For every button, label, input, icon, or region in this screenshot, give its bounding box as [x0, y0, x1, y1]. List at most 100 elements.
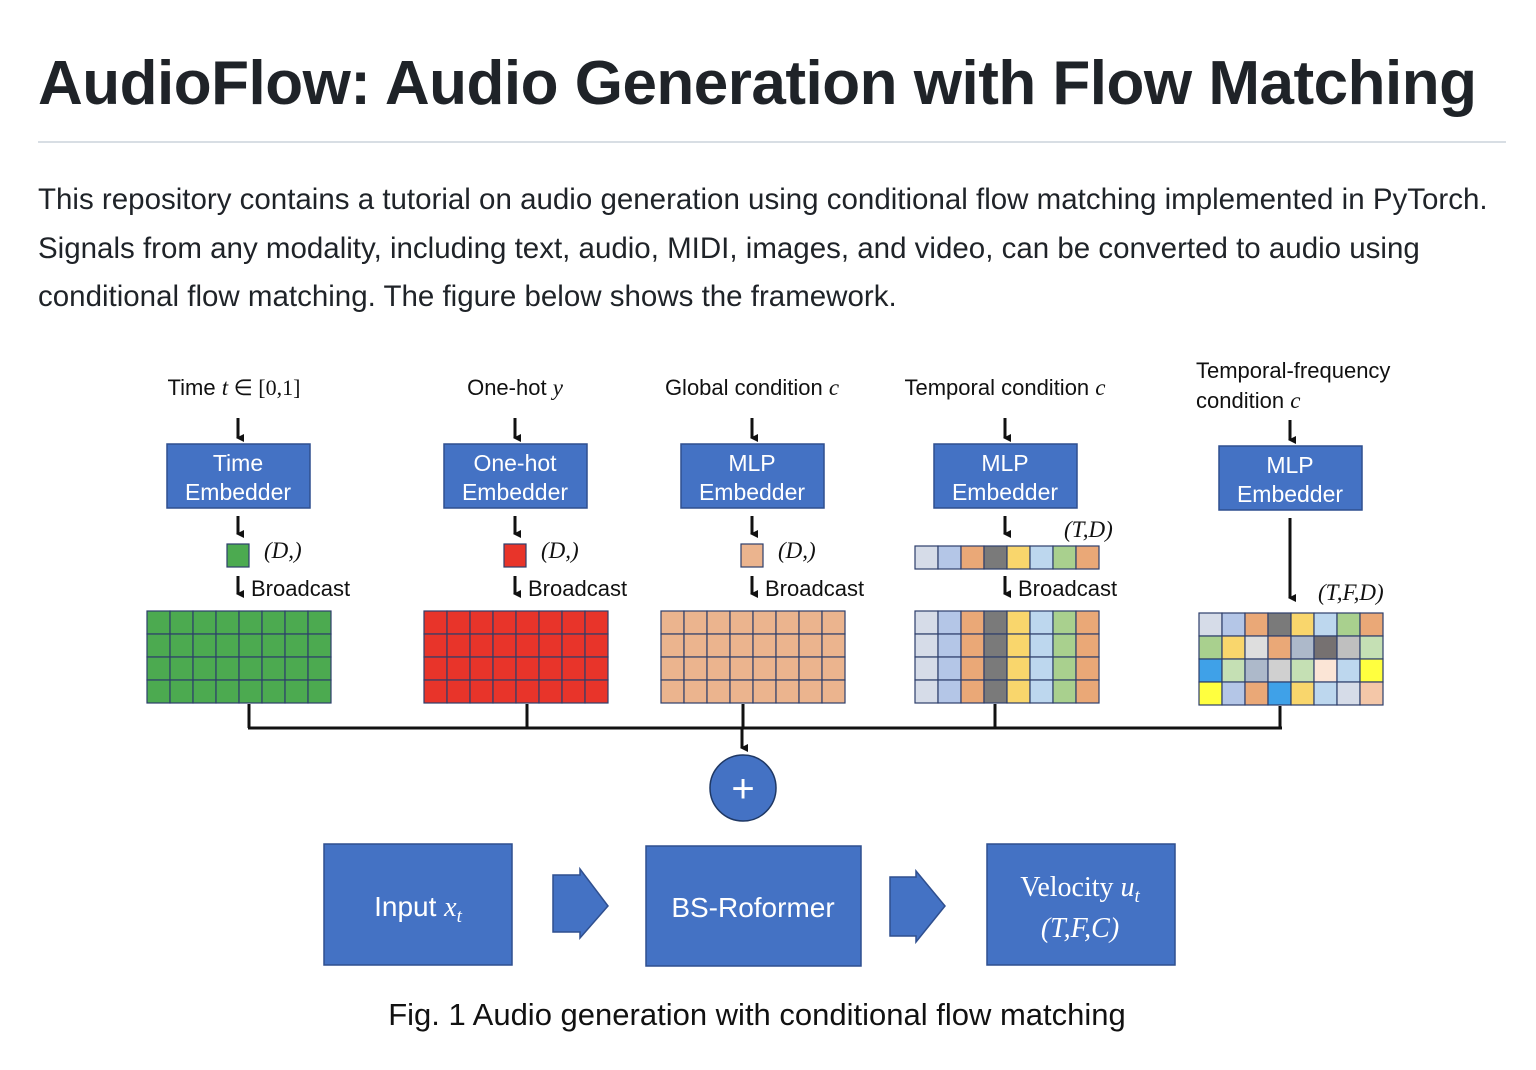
grid-cell	[1221, 681, 1246, 706]
grid-cell	[706, 633, 731, 658]
grid-cell	[729, 633, 754, 658]
grid-cell	[1313, 658, 1338, 683]
grid-cell	[1006, 633, 1031, 658]
embedder-label: MLP	[1266, 452, 1313, 478]
figure-caption: Fig. 1 Audio generation with conditional…	[388, 997, 1126, 1032]
embedder-label: Embedder	[1237, 481, 1343, 507]
grid-cell	[423, 679, 448, 704]
grid-cell	[284, 679, 309, 704]
grid-cell	[538, 633, 563, 658]
grid-cell	[983, 633, 1008, 658]
grid-cell	[937, 656, 962, 681]
embedder-box	[166, 443, 311, 509]
grid-cell	[307, 610, 332, 635]
broadcast-label: Broadcast	[1018, 576, 1117, 601]
page-title: AudioFlow: Audio Generation with Flow Ma…	[38, 49, 1477, 118]
grid-cell	[1267, 681, 1292, 706]
grid-cell	[215, 633, 240, 658]
grid-cell	[146, 656, 171, 681]
condition-label: Time t ∈ [0,1]	[168, 375, 301, 400]
grid-cell	[821, 679, 846, 704]
condition-label: Temporal-frequency	[1196, 358, 1390, 383]
grid-cell	[775, 610, 800, 635]
plus-icon: +	[731, 767, 754, 811]
grid-cell	[1029, 656, 1054, 681]
grid-cell	[752, 633, 777, 658]
shape-label: (D,)	[778, 538, 816, 563]
grid-cell	[1267, 612, 1292, 637]
grid-cell	[1244, 612, 1269, 637]
grid-cell	[446, 633, 471, 658]
grid-cell	[1313, 612, 1338, 637]
grid-cell	[215, 656, 240, 681]
grid-cell	[1290, 635, 1315, 660]
embedding-vector	[740, 543, 764, 568]
grid-cell	[660, 679, 685, 704]
grid-cell	[584, 679, 609, 704]
grid-cell	[960, 656, 985, 681]
grid-cell	[1075, 656, 1100, 681]
grid-cell	[146, 633, 171, 658]
grid-cell	[914, 679, 939, 704]
grid-cell	[1198, 635, 1223, 660]
embedder-label: Time	[213, 450, 263, 476]
model-label: BS-Roformer	[671, 892, 834, 923]
grid-cell	[1336, 658, 1361, 683]
grid-cell	[192, 679, 217, 704]
grid-cell	[469, 656, 494, 681]
broadcast-label: Broadcast	[765, 576, 864, 601]
condition-label: Global condition c	[665, 375, 839, 400]
grid-cell	[1075, 610, 1100, 635]
grid-cell	[706, 656, 731, 681]
grid-cell	[1052, 656, 1077, 681]
grid-cell	[1029, 679, 1054, 704]
grid-cell	[983, 610, 1008, 635]
grid-cell	[192, 633, 217, 658]
grid-cell	[1244, 635, 1269, 660]
grid-cell	[821, 656, 846, 681]
grid-cell	[584, 656, 609, 681]
grid-cell	[446, 610, 471, 635]
grid-cell	[515, 656, 540, 681]
grid-cell	[706, 679, 731, 704]
grid-cell	[492, 610, 517, 635]
condition-column-3: Global condition cMLPEmbedder(D,)Broadca…	[660, 375, 864, 704]
shape-label: (T,F,D)	[1318, 580, 1384, 605]
grid-cell	[1075, 633, 1100, 658]
grid-cell	[660, 610, 685, 635]
grid-cell	[1359, 681, 1384, 706]
grid-cell	[798, 679, 823, 704]
grid-cell	[752, 679, 777, 704]
grid-cell	[660, 633, 685, 658]
grid-cell	[1290, 658, 1315, 683]
grid-cell	[446, 679, 471, 704]
grid-cell	[307, 633, 332, 658]
grid-cell	[146, 679, 171, 704]
grid-cell	[492, 679, 517, 704]
grid-cell	[1336, 612, 1361, 637]
grid-cell	[1052, 610, 1077, 635]
output-label: Velocity ut	[1020, 872, 1140, 907]
embedding-vector-cell	[1075, 545, 1100, 570]
grid-cell	[446, 656, 471, 681]
grid-cell	[775, 679, 800, 704]
grid-cell	[423, 656, 448, 681]
output-box	[986, 843, 1176, 966]
grid-cell	[1359, 635, 1384, 660]
grid-cell	[215, 610, 240, 635]
grid-cell	[515, 610, 540, 635]
condition-label: Temporal condition c	[905, 375, 1106, 400]
grid-cell	[192, 656, 217, 681]
grid-cell	[1336, 681, 1361, 706]
embedding-vector-cell	[960, 545, 985, 570]
condition-column-4: Temporal condition cMLPEmbedder(T,D)Broa…	[905, 375, 1117, 704]
embedding-vector-cell	[1052, 545, 1077, 570]
grid-cell	[284, 656, 309, 681]
grid-cell	[821, 610, 846, 635]
grid-cell	[1198, 612, 1223, 637]
grid-cell	[538, 679, 563, 704]
grid-cell	[1313, 681, 1338, 706]
grid-cell	[729, 656, 754, 681]
grid-cell	[1198, 681, 1223, 706]
